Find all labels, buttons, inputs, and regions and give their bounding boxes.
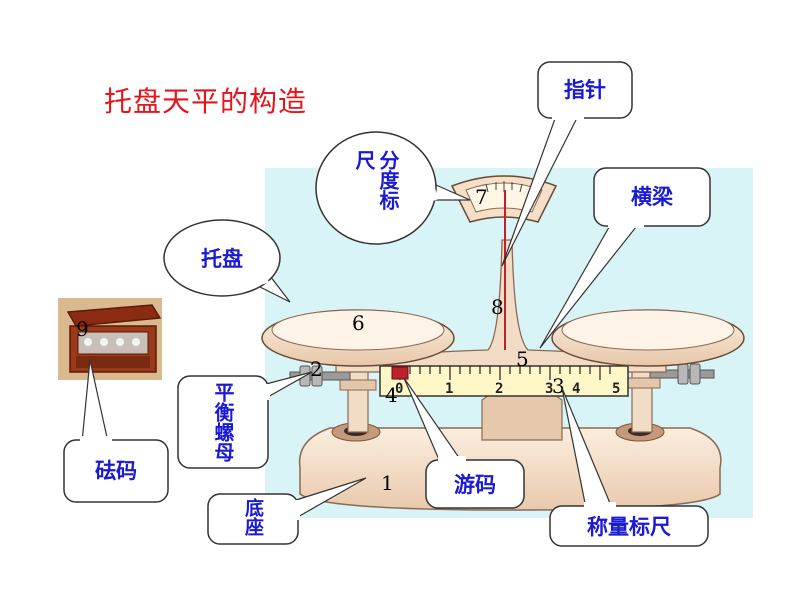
tray-right [551,309,745,367]
label-tray: 托盘 [201,247,243,271]
callout-weights: 砝码 [63,359,169,503]
ruler-tick-3: 3 [545,381,553,397]
number-3: 3 [552,374,565,398]
page-title: 托盘天平的构造 [104,85,308,118]
label-beam-scale: 称量标尺 [587,515,671,539]
ruler-tick-5: 5 [612,381,620,397]
label-pointer: 指针 [564,78,606,102]
ruler-tick-0: 0 [395,381,403,397]
ruler-tick-2: 2 [495,381,503,397]
number-2: 2 [310,357,323,381]
ruler-tick-1: 1 [445,381,453,397]
number-9: 9 [76,317,89,341]
callout-rider: 游码 [403,377,525,509]
label-beam: 横梁 [631,185,674,209]
callout-pointer: 指针 [501,61,633,267]
number-7: 7 [475,185,488,209]
callout-beam-scale: 称量标尺 [549,387,709,547]
callout-scale-dial: 分度标尺 [315,131,471,245]
number-6: 6 [352,311,365,335]
balance-nut-left [289,365,351,387]
number-4: 4 [385,383,398,407]
callout-base: 底座 [207,477,367,545]
number-1: 1 [381,471,394,495]
tray-supports [339,353,661,433]
callout-balance-nut: 平衡螺母 [177,371,313,469]
label-base: 底座 [242,498,264,536]
number-8: 8 [491,295,504,319]
number-5: 5 [516,347,529,371]
tray-left [261,309,455,367]
label-balance-nut: 平衡螺母 [211,382,235,462]
label-rider: 游码 [454,473,496,497]
ruler-tick-4: 4 [572,381,580,397]
label-weights: 砝码 [95,459,137,483]
label-scale-dial: 分度标尺 [352,150,400,210]
weights-box [58,298,162,380]
beam-scale-ruler: 0 1 2 3 4 5 [379,365,629,397]
rider [391,366,409,380]
callout-tray: 托盘 [163,219,291,303]
callout-beam: 横梁 [539,167,711,349]
